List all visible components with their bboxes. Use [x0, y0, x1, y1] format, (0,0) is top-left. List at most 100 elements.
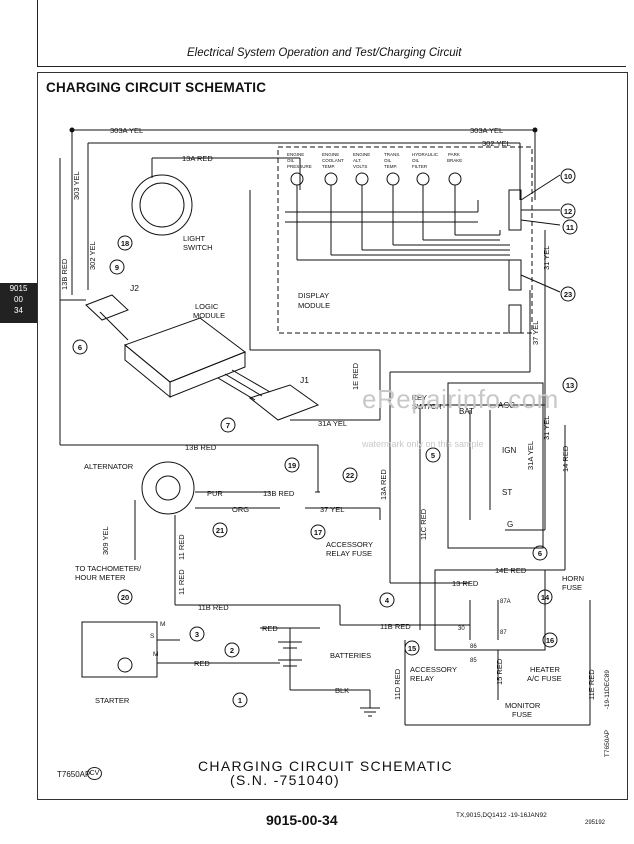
wire-label: 14 RED — [561, 445, 570, 472]
callout-number: 18 — [121, 239, 129, 248]
key-switch-label: KEY — [412, 393, 427, 402]
wire-label: 13B RED — [60, 258, 69, 290]
wire-label: 13B RED — [185, 443, 217, 452]
relay-pin-87: 87 — [500, 630, 507, 636]
side-ref-2: -19-11DEC89 — [604, 670, 611, 710]
wire-label: 302 YEL — [88, 241, 97, 270]
page-number: 9015-00-34 — [266, 812, 338, 828]
callout-number: 20 — [121, 593, 129, 602]
wire-label: 13 RED — [452, 579, 479, 588]
gauge-label: ENGINE — [322, 152, 339, 157]
callout-number: 4 — [385, 596, 390, 605]
wire-label: 11C RED — [419, 508, 428, 540]
caption-title: CHARGING CIRCUIT SCHEMATIC — [198, 758, 453, 774]
caption-serial: (S.N. -751040) — [230, 772, 341, 788]
wire-label: 13A RED — [182, 154, 213, 163]
heater-fuse-label: HEATER — [530, 665, 560, 674]
wire-label: PUR — [207, 489, 223, 498]
doc-ref-2: 295192 — [585, 820, 606, 826]
callout-number: 3 — [195, 630, 199, 639]
wire-label: ORG — [232, 505, 249, 514]
wire-label: 37 YEL — [531, 321, 540, 345]
gauge-label: OIL — [287, 158, 295, 163]
gauge-label: ALT. — [353, 158, 362, 163]
wire-label: 31A YEL — [318, 419, 347, 428]
page-header-title: Electrical System Operation and Test/Cha… — [187, 47, 462, 59]
light-switch-label: SWITCH — [183, 243, 213, 252]
margin-rule — [37, 0, 38, 66]
wire-label: 11B RED — [380, 622, 411, 631]
light-switch-label: LIGHT — [183, 234, 206, 243]
callout-number: 2 — [230, 646, 234, 655]
logic-module-label: MODULE — [193, 311, 225, 320]
section-tab: 9015 00 34 — [0, 283, 37, 323]
gauge-label: TRANS. — [384, 152, 401, 157]
callout-number: 21 — [216, 526, 224, 535]
wire-label: 31 YEL — [542, 246, 551, 270]
relay-pin-87a: 87A — [500, 599, 511, 605]
starter-label: STARTER — [95, 696, 130, 705]
gauge-label: ENGINE — [287, 152, 304, 157]
relay-pin-85: 85 — [470, 658, 477, 664]
callout-number: 7 — [226, 421, 230, 430]
callout-number: 6 — [538, 549, 542, 558]
callout-number: 23 — [564, 290, 572, 299]
wire-label: 11B RED — [198, 603, 229, 612]
gauge-label: OIL — [384, 158, 392, 163]
wire-label: 14E RED — [495, 566, 527, 575]
gauge-label: VOLTS — [353, 164, 367, 169]
wire-label: BLK — [335, 686, 349, 695]
callout-number: 5 — [431, 451, 435, 460]
side-ref: T7650AP — [604, 730, 611, 758]
callout-number: 10 — [564, 172, 572, 181]
gauge-label: BRAKE — [447, 158, 462, 163]
accessory-relay-label: RELAY — [410, 674, 434, 683]
key-switch-label: SWITCH — [412, 402, 442, 411]
gauge-label: FILTER — [412, 164, 428, 169]
callout-number: 9 — [115, 263, 119, 272]
tab-line-3: 34 — [14, 306, 23, 315]
batteries-label: BATTERIES — [330, 651, 371, 660]
wire-label: 13B RED — [263, 489, 295, 498]
wire-label: 303A YEL — [470, 126, 503, 135]
acc-terminal: ACC — [498, 401, 515, 410]
callout-number: 1 — [238, 696, 242, 705]
wire-label: 11 RED — [177, 569, 186, 595]
display-module-label: DISPLAY — [298, 291, 329, 300]
callout-number: 14 — [541, 593, 550, 602]
wire-label: 11 RED — [177, 534, 186, 560]
starter-s-terminal: S — [150, 633, 155, 640]
schematic-frame — [37, 72, 628, 800]
heater-fuse-label: A/C FUSE — [527, 674, 562, 683]
callout-number: 19 — [288, 461, 296, 470]
section-title: CHARGING CIRCUIT SCHEMATIC — [46, 80, 267, 95]
wire-label: 303 YEL — [72, 171, 81, 200]
g-terminal: G — [507, 520, 513, 529]
relay-pin-30: 30 — [458, 626, 465, 632]
callout-number: 13 — [566, 381, 574, 390]
st-terminal: ST — [502, 488, 512, 497]
tach-label: TO TACHOMETER/ — [75, 564, 142, 573]
starter-m-terminal: M — [153, 651, 158, 658]
bat-terminal: BAT — [459, 407, 474, 416]
relay-pin-86: 86 — [470, 644, 477, 650]
starter-m-terminal: M — [160, 621, 165, 628]
tab-line-1: 9015 — [9, 284, 28, 293]
horn-fuse-label: HORN — [562, 574, 584, 583]
callout-number: 11 — [566, 223, 574, 232]
watermark: eRepairinfo.com — [362, 384, 559, 414]
callout-number: 6 — [78, 343, 82, 352]
gauge-label: PRESSURE — [287, 164, 312, 169]
ign-terminal: IGN — [502, 446, 516, 455]
display-module-label: MODULE — [298, 301, 330, 310]
j1-label: J1 — [300, 375, 309, 385]
page-header: Electrical System Operation and Test/Cha… — [37, 44, 626, 67]
callout-number: 12 — [564, 207, 572, 216]
accessory-relay-fuse-label: ACCESSORY — [326, 540, 373, 549]
gauge-label: HYDRAULIC — [412, 152, 439, 157]
logic-module-label: LOGIC — [195, 302, 219, 311]
figure-id: T7650AP — [57, 770, 91, 779]
wire-label: 31A YEL — [526, 441, 535, 470]
gauge-label: TEMP. — [384, 164, 397, 169]
wire-label: 303A YEL — [110, 126, 143, 135]
